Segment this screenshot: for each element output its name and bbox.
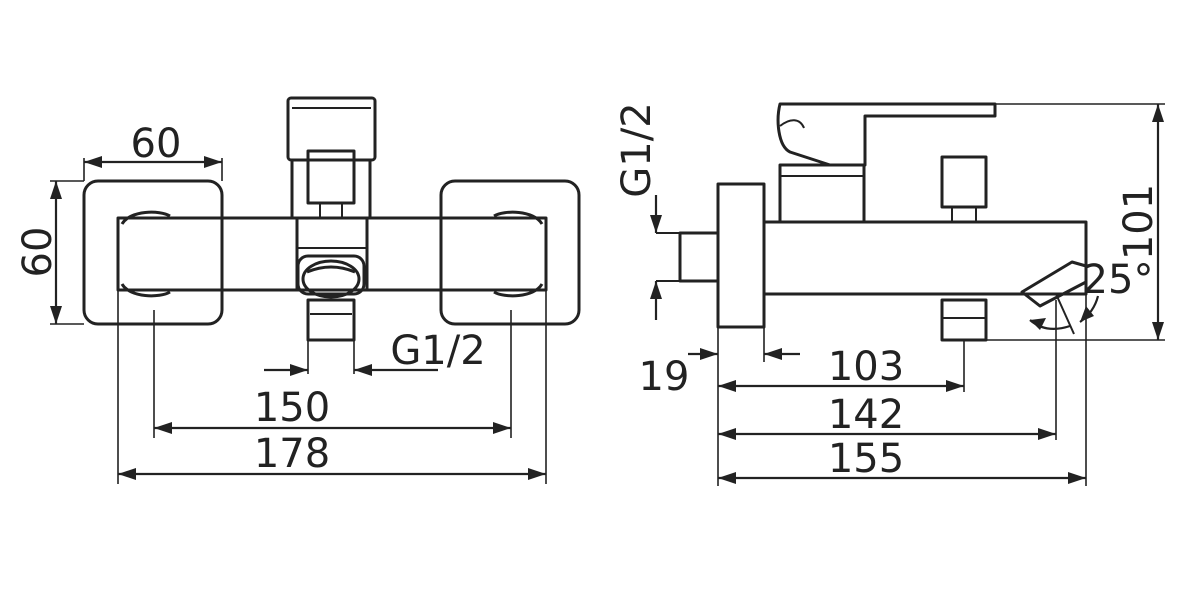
wall-flange: [716, 182, 766, 329]
lever-side-base: [778, 163, 866, 224]
diverter-knob: [296, 254, 366, 296]
arrow-60-right: [204, 156, 222, 168]
shower-outlet: [306, 298, 356, 342]
lever-side-curve: [779, 119, 805, 129]
arrow-103-right: [946, 380, 964, 392]
arrow-g12v-top: [650, 215, 662, 233]
right-wall-plate: [439, 179, 581, 326]
mixer-body: [116, 216, 548, 292]
arrow-178-right: [528, 468, 546, 480]
label-thread-g12: G1/2: [390, 328, 485, 374]
diverter-dial: [301, 259, 361, 299]
right-eccentric-bottom: [493, 283, 544, 298]
side-body: [762, 220, 1088, 296]
left-wall-plate: [82, 179, 224, 326]
label-projection-142: 142: [828, 392, 904, 438]
label-center-distance-150: 150: [254, 385, 330, 431]
arrow-142-left: [718, 428, 736, 440]
diverter-side-knob: [940, 155, 988, 209]
spout-tip: [1020, 260, 1088, 308]
shower-outlet-side: [940, 298, 988, 342]
label-flange-19: 19: [639, 354, 690, 400]
arrow-60-left: [84, 156, 102, 168]
label-height-60: 60: [15, 227, 61, 278]
label-spout-to-outlet-103: 103: [828, 344, 904, 390]
arrow-155-left: [718, 472, 736, 484]
arrow-19-right: [764, 348, 782, 360]
arrow-g12v-bottom: [650, 281, 662, 299]
arrow-142-right: [1038, 428, 1056, 440]
label-thread-g12-vertical: G1/2: [614, 102, 660, 197]
arrow-19-left: [700, 348, 718, 360]
arrow-150-right: [493, 422, 511, 434]
label-height-101: 101: [1116, 184, 1162, 260]
arrow-178-left: [118, 468, 136, 480]
left-eccentric-top: [120, 210, 171, 225]
arrow-angle-left: [1030, 318, 1046, 330]
arrow-g12-right: [354, 364, 372, 376]
label-width-60: 60: [131, 121, 182, 167]
arrow-g12-left: [290, 364, 308, 376]
label-angle-25: 25°: [1083, 257, 1154, 303]
label-overall-width-178: 178: [254, 431, 330, 477]
arrow-101-top: [1152, 104, 1164, 122]
label-overall-depth-155: 155: [828, 436, 904, 482]
arrow-60v-top: [50, 181, 62, 199]
inlet-thread: [678, 231, 720, 283]
lever-base: [290, 158, 372, 220]
side-view: G1/2 19 103 142 155 101 25°: [614, 102, 1165, 486]
diverter-dial-rim: [306, 265, 356, 274]
angle-reference-line: [1055, 293, 1075, 335]
arrow-150-left: [154, 422, 172, 434]
left-eccentric-bottom: [120, 283, 171, 298]
cartridge-cap: [306, 149, 356, 205]
arrow-103-left: [718, 380, 736, 392]
front-view: 60 60 G1/2 150 178: [15, 96, 581, 484]
arrow-155-right: [1068, 472, 1086, 484]
arrow-60v-bottom: [50, 306, 62, 324]
arrow-101-bottom: [1152, 322, 1164, 340]
lever-side-profile: [776, 102, 997, 167]
right-eccentric-top: [493, 210, 544, 225]
arrow-angle-right: [1080, 306, 1094, 322]
